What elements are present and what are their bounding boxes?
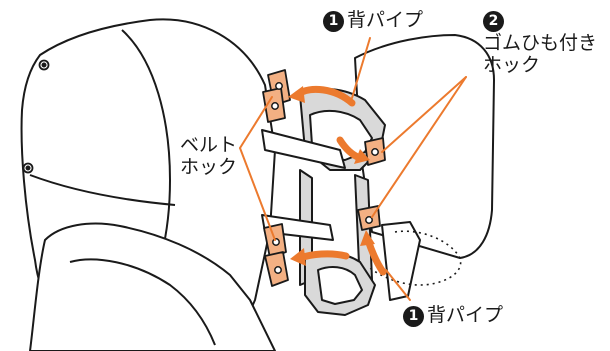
callout-rubber-hook-line2: ホック bbox=[483, 54, 541, 76]
number-badge: 2 bbox=[483, 11, 504, 32]
leader-lines bbox=[239, 37, 467, 301]
back-panel bbox=[354, 34, 495, 259]
callout-pipe-top-label: 背パイプ bbox=[347, 9, 424, 31]
callout-belt-hook-line1: ベルト bbox=[180, 134, 238, 156]
lower-body bbox=[29, 222, 276, 351]
belt-strap bbox=[261, 129, 421, 301]
rivet-icon bbox=[22, 59, 50, 174]
arrow-head-icon bbox=[288, 86, 375, 266]
dotted-guide bbox=[369, 230, 462, 286]
callout-pipe-bottom-label: 背パイプ bbox=[427, 304, 504, 326]
number-badge: 1 bbox=[403, 306, 424, 327]
number-badge: 1 bbox=[323, 11, 344, 32]
callout-belt-hook-line2: ホック bbox=[180, 156, 238, 178]
hood-edge-seam bbox=[29, 174, 176, 206]
callout-rubber-hook-line1: ゴムひも付き bbox=[483, 32, 598, 54]
callout-rubber-hook: 2 ゴムひも付き ホック bbox=[483, 9, 597, 76]
callout-belt-hook: ベルト ホック bbox=[180, 134, 237, 178]
